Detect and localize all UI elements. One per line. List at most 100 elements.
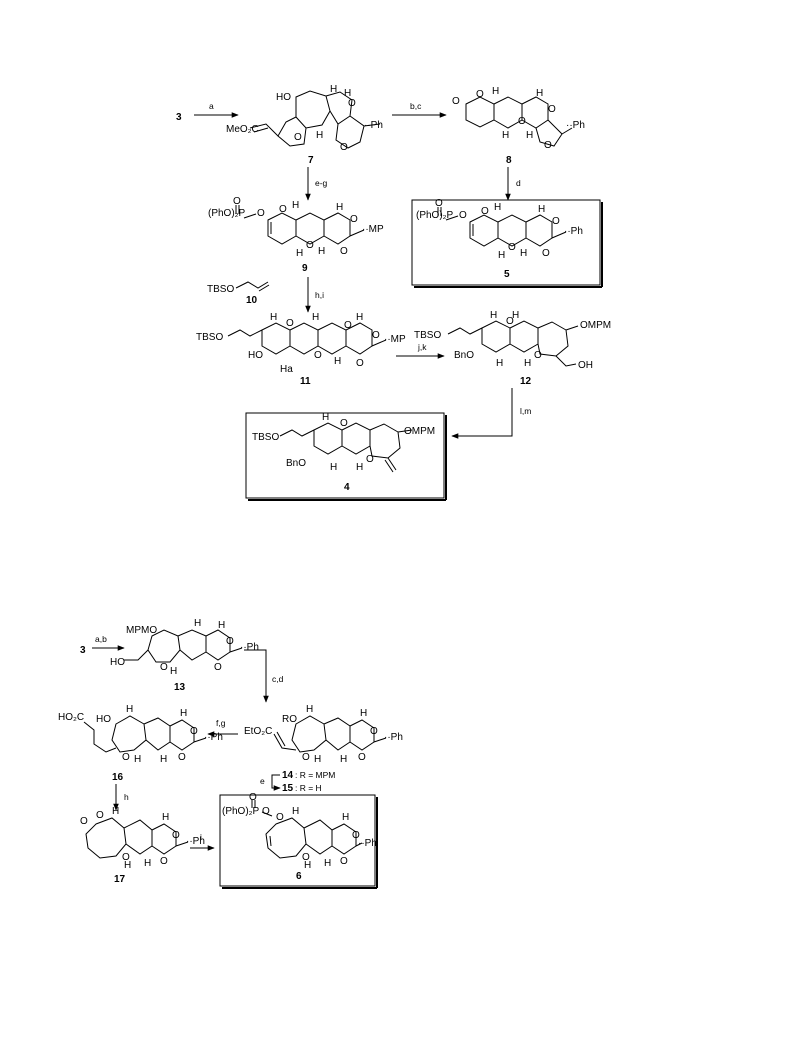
c9-o-link: O <box>257 208 265 219</box>
c6-phosphate: (PhO)₂P <box>222 806 260 817</box>
c14-o2: O <box>370 726 378 737</box>
c6-ph: ··Ph <box>358 838 377 849</box>
c17-h1: H <box>112 806 119 817</box>
compound-number-3: 3 <box>176 112 182 123</box>
c11-o4: O <box>372 330 380 341</box>
c17-h4: H <box>144 858 151 869</box>
c8-o-keto: O <box>452 96 460 107</box>
c11-ha: Ha <box>280 364 293 375</box>
c8-h1: H <box>492 86 499 97</box>
c4-bno: BnO <box>286 458 306 469</box>
c6-h3: H <box>342 812 349 823</box>
c12-o1: O <box>506 316 514 327</box>
c4-tbso: TBSO <box>252 432 279 443</box>
compound-number-7: 7 <box>308 155 314 166</box>
c14-o3: O <box>358 752 366 763</box>
c17-o3: O <box>172 830 180 841</box>
compound-16: HO₂C HO H H O O O H H ··Ph 16 <box>58 704 223 783</box>
compound-number-12: 12 <box>520 376 532 387</box>
c11-tbso: TBSO <box>196 332 223 343</box>
c14-r-note: : R = MPM <box>295 770 335 780</box>
compound-9: (PhO)₂P O O O H H O O O H H ··MP 9 <box>208 196 384 274</box>
c17-h3: H <box>162 812 169 823</box>
c9-h2: H <box>296 248 303 259</box>
c11-o2: O <box>314 350 322 361</box>
c6-o2: O <box>302 852 310 863</box>
c7-o2: O <box>348 98 356 109</box>
scheme2-compound-number-3: 3 <box>80 645 86 656</box>
c13-ho: HO <box>110 657 125 668</box>
c17-o2: O <box>122 852 130 863</box>
compound-number-11: 11 <box>300 376 311 387</box>
c11-h2: H <box>312 312 319 323</box>
compound-7: HO H H MeO₂C O O O H ··Ph 7 <box>226 84 383 166</box>
c7-ph: ··Ph <box>364 120 383 131</box>
c5-ph: ··Ph <box>564 226 583 237</box>
c8-o4: O <box>544 140 552 151</box>
c4-h3: H <box>356 462 363 473</box>
c16-ho: HO <box>96 714 111 725</box>
c8-o1: O <box>476 89 484 100</box>
compound-14: EtO₂C RO H H O O O H H ··Ph 14 : R = MPM… <box>244 704 403 794</box>
step-label-d: d <box>516 178 521 188</box>
c9-h1: H <box>292 200 299 211</box>
compound-13: MPMO H H HO O O O H ··Ph 13 <box>110 618 259 693</box>
c5-o3: O <box>552 216 560 227</box>
compound-17: O O H H O O O H H ··Ph 17 <box>80 806 205 885</box>
compound-6-box: (PhO)₂P O O O H H O O O H H ··Ph 6 <box>219 792 378 889</box>
c7-h3: H <box>344 88 351 99</box>
step-label-ab: a,b <box>95 634 107 644</box>
c12-h4: H <box>524 358 531 369</box>
scheme-1: 3 a HO H H MeO₂C O O O H ··Ph 7 b,c <box>176 84 611 501</box>
compound-number-15: 15 <box>282 783 294 794</box>
c11-ho: HO <box>248 350 263 361</box>
c7-o1: O <box>294 132 302 143</box>
compound-12: TBSO H H O O BnO H H OMPM OH 12 <box>414 310 611 387</box>
compound-number-16: 16 <box>112 772 124 783</box>
compound-number-17: 17 <box>114 874 126 885</box>
c17-h2: H <box>124 860 131 871</box>
c9-h4: H <box>318 246 325 257</box>
c8-h2: H <box>502 130 509 141</box>
c9-o2: O <box>306 240 314 251</box>
c13-o3: O <box>214 662 222 673</box>
c8-h4: H <box>526 130 533 141</box>
c15-r-note: : R = H <box>295 783 322 793</box>
c4-h2: H <box>330 462 337 473</box>
c16-o3: O <box>178 752 186 763</box>
c9-mp: ··MP <box>362 224 384 235</box>
c16-h4: H <box>160 754 167 765</box>
compound-number-4: 4 <box>344 482 350 493</box>
c14-o1: O <box>302 752 310 763</box>
compound-number-10: 10 <box>246 295 258 306</box>
c9-phosphate: (PhO)₂P <box>208 208 246 219</box>
c17-o-keto: O <box>80 816 88 827</box>
c6-o3: O <box>352 830 360 841</box>
step-label-fg: f,g <box>216 718 226 728</box>
c6-o-link: O <box>262 806 270 817</box>
c14-h4: H <box>340 754 347 765</box>
c16-o2: O <box>190 726 198 737</box>
c11-mp: ··MP <box>384 334 406 345</box>
arrow-e <box>271 774 281 791</box>
c14-ph: ··Ph <box>384 732 403 743</box>
c12-oh: OH <box>578 360 593 371</box>
compound-11: TBSO H H O O HO Ha H O O O H ··MP 11 <box>196 312 406 387</box>
c4-ompm: OMPM <box>404 426 435 437</box>
scheme-2: 3 a,b MPMO H H HO O O O H ··Ph 13 c,d <box>58 618 403 889</box>
c5-h2: H <box>498 250 505 261</box>
arrow-lm <box>451 388 513 439</box>
c11-o1: O <box>286 318 294 329</box>
compound-number-13: 13 <box>174 682 186 693</box>
c7-h2: H <box>316 130 323 141</box>
c6-o4: O <box>340 856 348 867</box>
c10-tbso: TBSO <box>207 284 234 295</box>
c6-h2: H <box>304 860 311 871</box>
c5-h4: H <box>520 248 527 259</box>
step-label-hi: h,i <box>315 290 324 300</box>
c8-ph: ··Ph <box>566 120 585 131</box>
c5-o-p: O <box>435 198 443 209</box>
c16-h1: H <box>126 704 133 715</box>
c13-o1: O <box>160 662 168 673</box>
